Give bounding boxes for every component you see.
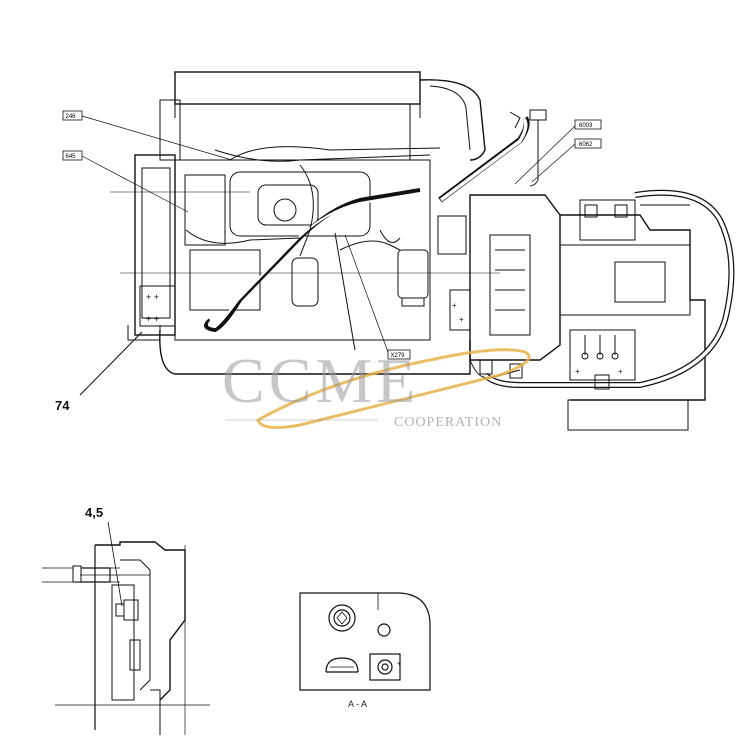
svg-text:246: 246 <box>66 114 77 120</box>
callout-6062: 6062 <box>574 138 602 149</box>
svg-text:6062: 6062 <box>579 142 593 148</box>
callout-246: 246 <box>62 110 83 121</box>
svg-text:+ +: + + <box>146 292 159 302</box>
section-label: A - A <box>348 699 367 709</box>
watermark: CCME COOPERATION <box>222 345 531 430</box>
svg-text:+: + <box>397 661 401 668</box>
svg-text:+: + <box>575 367 580 376</box>
watermark-brand: CCME <box>222 345 419 416</box>
svg-text:6003: 6003 <box>579 123 593 129</box>
item-label-74: 74 <box>55 398 70 413</box>
callout-x279: X279 <box>387 349 411 360</box>
detail-view <box>42 521 210 735</box>
svg-text:+: + <box>459 315 464 324</box>
detail-label: 4,5 <box>85 505 103 520</box>
svg-text:645: 645 <box>66 154 77 160</box>
svg-text:X279: X279 <box>391 353 406 359</box>
svg-text:+: + <box>618 367 623 376</box>
section-a-a: + <box>299 592 431 691</box>
callout-leaders <box>79 115 576 396</box>
watermark-swoosh <box>256 348 531 430</box>
svg-text:+ +: + + <box>146 314 159 324</box>
engine-assembly: + + + + <box>110 71 735 431</box>
callout-645: 645 <box>62 150 83 161</box>
svg-text:+: + <box>452 301 457 310</box>
watermark-subtitle: COOPERATION <box>394 415 502 430</box>
callout-6003: 6003 <box>574 119 602 130</box>
